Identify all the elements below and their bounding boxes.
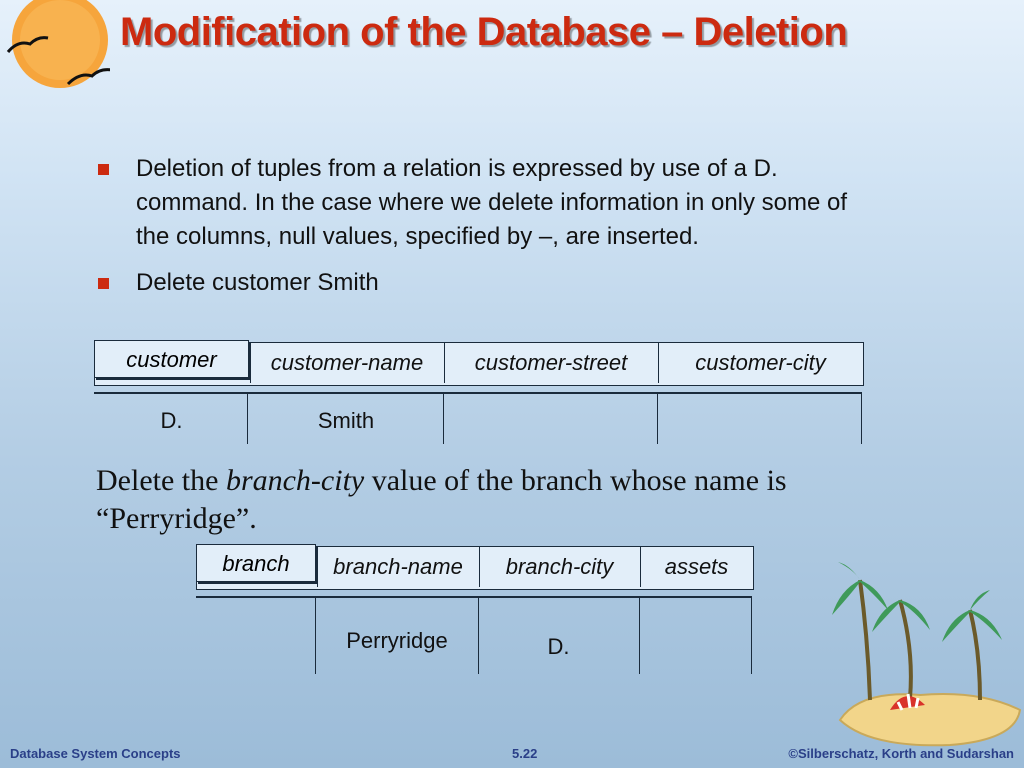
palm-island-decoration	[832, 562, 1022, 747]
table-cell: Smith	[317, 408, 375, 433]
customer-qbe-table: customer-name customer-street customer-c…	[94, 340, 864, 444]
square-bullet-icon	[98, 164, 109, 175]
column-header: assets	[664, 554, 729, 579]
footer-left: Database System Concepts	[10, 746, 181, 761]
slide-title: Modification of the Database – Deletion	[120, 10, 848, 54]
column-header: customer-name	[270, 350, 424, 375]
paragraph-emphasis: branch-city	[225, 464, 365, 497]
table-cell: Perryridge	[346, 628, 448, 653]
relation-name-box: branch	[196, 544, 316, 582]
bullet-item: Delete customer Smith	[96, 266, 876, 300]
table-cell: D.	[547, 634, 570, 659]
column-header: customer-city	[695, 350, 826, 375]
square-bullet-icon	[98, 278, 109, 289]
bullet-text: Delete customer Smith	[136, 269, 379, 296]
branch-table-header: branch-name branch-city assets	[196, 546, 754, 590]
bullet-text: Deletion of tuples from a relation is ex…	[136, 155, 848, 250]
relation-name-box: customer	[94, 340, 249, 378]
page-number: 5.22	[512, 746, 538, 761]
bullet-list: Deletion of tuples from a relation is ex…	[96, 152, 876, 312]
paragraph-text: value of the branch whose name is “Perry…	[96, 464, 787, 535]
sun-birds-decoration	[6, 0, 110, 88]
branch-qbe-table: branch-name branch-city assets branch Pe…	[196, 544, 754, 674]
footer-right: ©Silberschatz, Korth and Sudarshan	[788, 746, 1014, 761]
column-header: branch-city	[505, 554, 614, 579]
column-header: customer-street	[474, 350, 628, 375]
table-cell: D.	[160, 408, 183, 433]
branch-city-paragraph: Delete the branch-city value of the bran…	[96, 462, 876, 538]
paragraph-text: Delete the	[96, 464, 226, 497]
column-header: branch-name	[333, 554, 463, 579]
bullet-item: Deletion of tuples from a relation is ex…	[96, 152, 876, 254]
